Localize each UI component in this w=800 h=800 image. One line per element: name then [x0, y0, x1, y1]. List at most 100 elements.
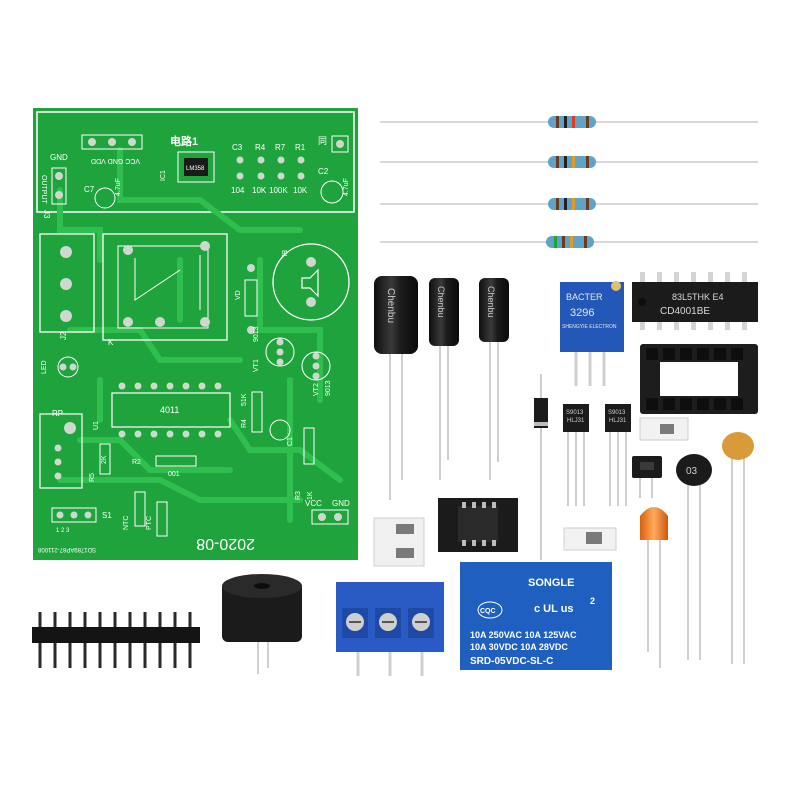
- led-pad: [69, 363, 77, 371]
- c7-value: 4.7uF: [115, 178, 122, 196]
- rp-outline: [39, 413, 83, 489]
- r3-outline: [303, 427, 315, 465]
- pin-header: [32, 612, 200, 668]
- r2-label: R2: [132, 459, 141, 466]
- rp-label: RP: [52, 409, 63, 418]
- c2-label: C2: [318, 167, 329, 176]
- circuit-label: 电路1: [170, 134, 198, 148]
- j3-pad: [55, 172, 63, 180]
- r7-value: 100K: [269, 186, 288, 195]
- socket-holes: [646, 348, 743, 410]
- j2-pads: [60, 246, 72, 322]
- r2-value: 001: [168, 471, 180, 478]
- u2-chip-label: 4011: [160, 405, 179, 415]
- r3-label: R3: [295, 491, 302, 500]
- relay-ul: c UL us: [534, 603, 574, 615]
- vcc-gnd-vdd-header: [81, 134, 143, 150]
- ntc-thermistor: 03: [676, 454, 712, 660]
- trimpot-code: 3296: [570, 307, 594, 319]
- vt1-label: VT1: [253, 359, 260, 372]
- trimpot: BACTER 3296 SHENGYIE ELECTRON: [560, 281, 624, 386]
- ptc-outline: [156, 501, 168, 537]
- ic-notch: [638, 298, 646, 306]
- led-label: LED: [41, 360, 48, 374]
- led: [640, 507, 668, 668]
- vt1-pads: [276, 338, 284, 366]
- header-pad: [88, 138, 96, 146]
- bl-pad: [306, 257, 316, 267]
- capacitor-large: Chenbu: [374, 276, 418, 500]
- r4b-value: 51K: [241, 393, 248, 406]
- board-code: SD1789AP87-211008: [37, 546, 96, 552]
- resistor: [380, 156, 758, 168]
- tong-pad-outline: [331, 135, 349, 153]
- white-connector: [373, 517, 425, 567]
- smd-ic-carrier: [438, 498, 518, 552]
- c7-label: C7: [84, 185, 95, 194]
- c1-outline: [269, 419, 291, 441]
- cd4001-ic: 83L5THK E4 CD4001BE: [632, 272, 758, 330]
- s1-header: [51, 507, 97, 523]
- vt2-label: VT2: [313, 383, 320, 396]
- transistor: S9013 HLJ31: [605, 404, 631, 506]
- ptc-label: PTC: [146, 516, 153, 530]
- u2-pads: [118, 382, 222, 438]
- bl-label: BL: [280, 250, 287, 259]
- transistor: S9013 HLJ31: [563, 404, 589, 506]
- jumper-cap: [632, 456, 662, 498]
- top-resistor-pads: [236, 156, 305, 180]
- relay-model: SRD-05VDC-SL-C: [470, 656, 553, 667]
- white-connector: [639, 417, 689, 441]
- ic1-part: LM358: [186, 166, 205, 172]
- capacitor-brand: Chenbu: [436, 286, 446, 318]
- tong-label: 同: [318, 136, 327, 146]
- vd-label: VD: [235, 290, 242, 300]
- ntc-label: NTC: [123, 516, 130, 530]
- terminal-block: [336, 582, 444, 676]
- pcb-substrate: [33, 108, 358, 560]
- s1-pin-labels: 1 2 3: [56, 528, 70, 534]
- c2-value: 4.7uF: [343, 178, 350, 196]
- output-label: OUTPUT: [40, 175, 47, 205]
- speaker-icon: [301, 268, 319, 298]
- vcc-label: VCC: [305, 499, 322, 508]
- date-label: 2020-08: [196, 535, 255, 552]
- j3-pad: [55, 191, 63, 199]
- r5-value: 2K: [101, 455, 108, 464]
- c7-outline: [94, 187, 116, 209]
- header-pad: [108, 138, 116, 146]
- ic1-chip: [184, 158, 208, 176]
- resistor: [380, 116, 758, 128]
- bl-outline: [272, 243, 350, 321]
- smd-pins: [462, 502, 496, 546]
- relay-cqc: CQC: [480, 608, 496, 615]
- relay-k-outline: [102, 233, 228, 341]
- transistor-label-b: HLJ31: [567, 418, 585, 424]
- rp-pads: [54, 444, 62, 480]
- j3-label: J3: [42, 210, 51, 219]
- capacitor-small: Chenbu: [429, 278, 459, 480]
- relay-num: 2: [590, 596, 595, 606]
- vt1-part: 9013: [253, 326, 260, 342]
- led-pad: [59, 363, 67, 371]
- c2-outline: [320, 180, 344, 204]
- rp-pad: [64, 422, 76, 434]
- trimpot-top: BACTER: [566, 292, 603, 302]
- ic1-label: IC1: [160, 170, 167, 181]
- diode: [534, 374, 548, 560]
- vcc-gnd-vdd-label: VCC GND VDD: [91, 157, 140, 164]
- relay-k-pads: [123, 241, 210, 327]
- relay-brand: SONGLE: [528, 577, 574, 589]
- relay-line1: 10A 250VAC 10A 125VAC: [470, 630, 577, 640]
- gnd-label: GND: [50, 153, 68, 162]
- r7-label: R7: [275, 143, 286, 152]
- led-outline: [57, 356, 79, 378]
- r5-outline: [99, 443, 111, 475]
- c3-label: C3: [232, 143, 243, 152]
- transistor-label-b: HLJ31: [609, 418, 627, 424]
- resistor: [380, 198, 758, 210]
- trimpot-sub: SHENGYIE ELECTRON: [562, 324, 617, 330]
- j2-outline: [39, 233, 95, 333]
- r2-outline: [155, 455, 197, 467]
